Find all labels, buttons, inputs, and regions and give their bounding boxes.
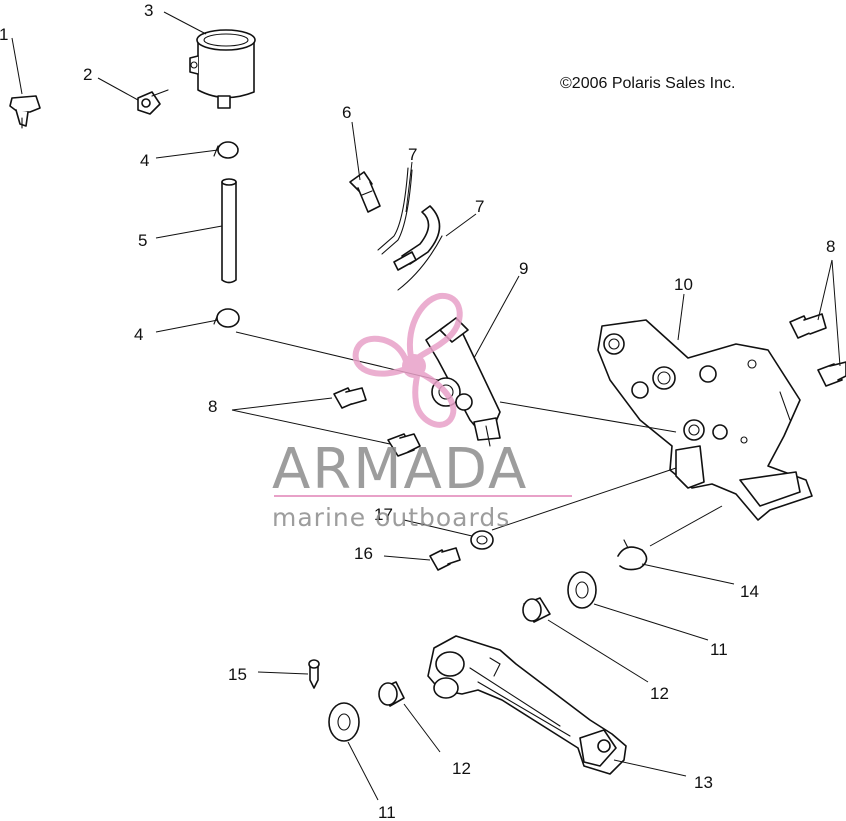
part-8-bolt-left-lower (387, 433, 421, 457)
callout-8-left: 8 (208, 397, 217, 416)
callout-11-upper: 11 (710, 640, 728, 659)
part-10-bracket (597, 319, 813, 521)
part-5-hose (221, 178, 237, 284)
callout-4-lower: 4 (134, 325, 143, 344)
callout-8-right: 8 (826, 237, 835, 256)
callout-2: 2 (83, 65, 92, 84)
callout-7-lower: 7 (475, 197, 484, 216)
callout-7-upper: 7 (408, 145, 417, 164)
callout-1: 1 (0, 25, 8, 44)
watermark-tagline: marine outboards (272, 503, 510, 532)
callout-3: 3 (144, 1, 153, 20)
part-16-bolt (429, 547, 461, 571)
callout-17: 17 (374, 505, 393, 524)
part-13-pedal-arm (427, 635, 627, 775)
part-8-bolt-left-upper (333, 387, 367, 409)
part-12-bushing-upper (522, 597, 551, 623)
part-11-washer-lower (328, 702, 360, 742)
callout-13: 13 (694, 773, 713, 792)
part-8-bolt-right-lower (817, 361, 846, 387)
part-15-cotter-pin (308, 659, 320, 689)
part-3-reservoir (189, 29, 256, 109)
part-4-clamp-lower (213, 308, 240, 328)
part-12-bushing-lower (378, 681, 405, 707)
part-14-e-clip (617, 539, 648, 571)
part-1-clip (9, 95, 41, 129)
callout-12-lower: 12 (452, 759, 471, 778)
part-17-washer (470, 530, 494, 550)
callout-14: 14 (740, 582, 759, 601)
callout-5: 5 (138, 231, 147, 250)
callout-16: 16 (354, 544, 373, 563)
part-7-brake-line (377, 167, 413, 255)
watermark-propeller-logo (352, 292, 463, 428)
callout-4-upper: 4 (140, 151, 149, 170)
callout-9: 9 (519, 259, 528, 278)
part-11-washer-upper (567, 571, 597, 609)
part-8-bolt-right-upper (789, 313, 827, 339)
watermark-brand: ARMADA (272, 437, 528, 502)
part-6-fitting (349, 171, 381, 213)
callout-15: 15 (228, 665, 247, 684)
callout-6: 6 (342, 103, 351, 122)
part-7-hose-bend (393, 205, 443, 291)
callout-11-lower: 11 (378, 803, 396, 821)
callout-10: 10 (674, 275, 693, 294)
part-2-screw (137, 89, 169, 115)
copyright-text: ©2006 Polaris Sales Inc. (560, 75, 735, 92)
callout-12-upper: 12 (650, 684, 669, 703)
watermark: ARMADA marine outboards (272, 292, 572, 532)
